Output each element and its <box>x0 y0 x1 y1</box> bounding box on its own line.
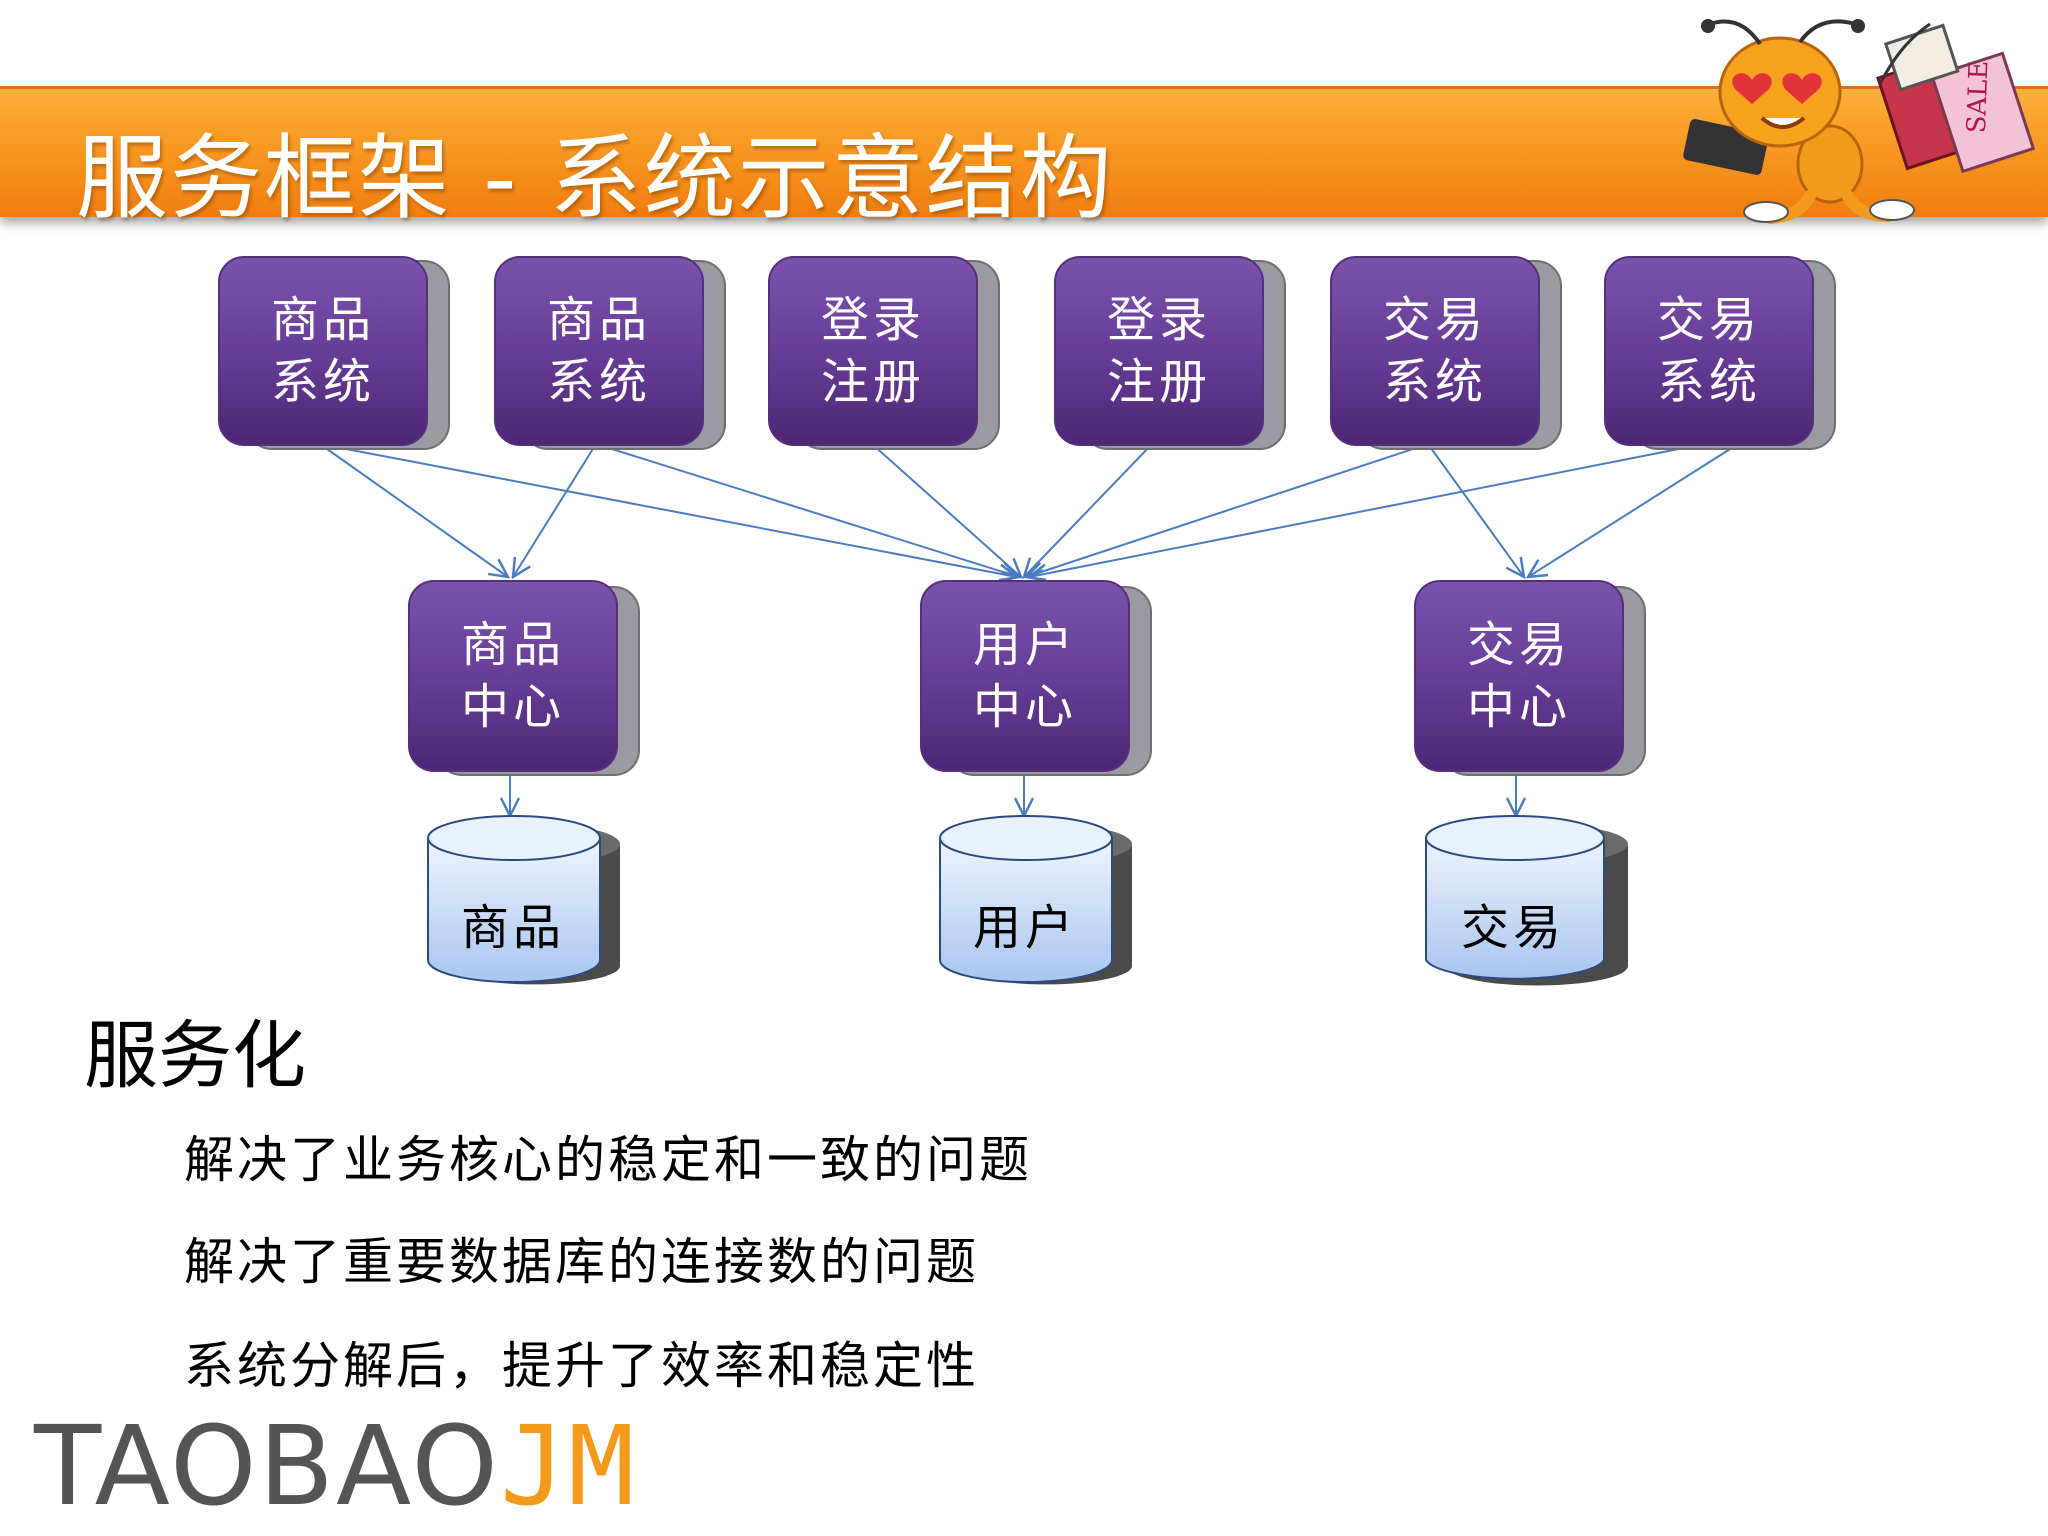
database-label: 交易 <box>1460 900 1565 956</box>
database-product <box>427 815 620 985</box>
database-label: 商品 <box>460 900 565 956</box>
node-label: 系统 <box>1656 354 1761 410</box>
arrow-line <box>513 443 597 577</box>
arrow-line <box>1026 443 1429 577</box>
arrow-line <box>1427 443 1524 577</box>
arrow-line <box>1528 443 1739 577</box>
node-label: 登录 <box>820 292 925 348</box>
arrow-line <box>1029 443 1705 577</box>
node-label: 登录 <box>1106 292 1211 348</box>
bullet-item: 解决了业务核心的稳定和一致的问题 <box>184 1131 1032 1189</box>
node-label: 系统 <box>270 354 375 410</box>
arrow-line <box>1024 443 1153 577</box>
node-label: 中心 <box>972 679 1077 735</box>
node-product-center: 商品 中心 <box>408 580 618 772</box>
bullet-item: 系统分解后，提升了效率和稳定性 <box>184 1337 979 1395</box>
node-trade-center: 交易 中心 <box>1414 580 1624 772</box>
node-product-system-1: 商品 系统 <box>218 256 428 446</box>
arrow-line <box>319 443 1017 577</box>
bullet-item: 解决了重要数据库的连接数的问题 <box>184 1233 979 1291</box>
arrow-line <box>871 443 1021 577</box>
node-label: 注册 <box>820 354 925 410</box>
logo-text-primary: TAOBAO <box>34 1402 500 1530</box>
ant-mascot-icon: SALE <box>1683 19 2036 224</box>
node-label: 注册 <box>1106 354 1211 410</box>
logo-text-accent: JM <box>499 1402 637 1530</box>
node-label: 商品 <box>270 292 375 348</box>
database-user <box>939 815 1132 985</box>
svg-text:SALE: SALE <box>1962 60 1995 134</box>
slide-title: 服务框架 - 系统示意结构 <box>76 125 1114 232</box>
node-trade-system-1: 交易 系统 <box>1330 256 1540 446</box>
node-login-register-2: 登录 注册 <box>1054 256 1264 446</box>
node-label: 中心 <box>1466 679 1571 735</box>
node-label: 交易 <box>1466 617 1571 673</box>
node-label: 系统 <box>1382 354 1487 410</box>
section-heading: 服务化 <box>84 1013 306 1099</box>
node-label: 交易 <box>1382 292 1487 348</box>
database-trade <box>1425 815 1628 986</box>
node-product-system-2: 商品 系统 <box>494 256 704 446</box>
node-label: 用户 <box>972 617 1077 673</box>
taobaojm-logo: TAOBAOJM <box>34 1402 636 1530</box>
node-label: 交易 <box>1656 292 1761 348</box>
arrow-line <box>319 443 508 577</box>
arrow-line <box>595 443 1019 577</box>
node-login-register-1: 登录 注册 <box>768 256 978 446</box>
node-user-center: 用户 中心 <box>920 580 1130 772</box>
node-label: 系统 <box>546 354 651 410</box>
node-label: 商品 <box>460 617 565 673</box>
database-label: 用户 <box>972 900 1077 956</box>
node-label: 中心 <box>460 679 565 735</box>
node-label: 商品 <box>546 292 651 348</box>
node-trade-system-2: 交易 系统 <box>1604 256 1814 446</box>
